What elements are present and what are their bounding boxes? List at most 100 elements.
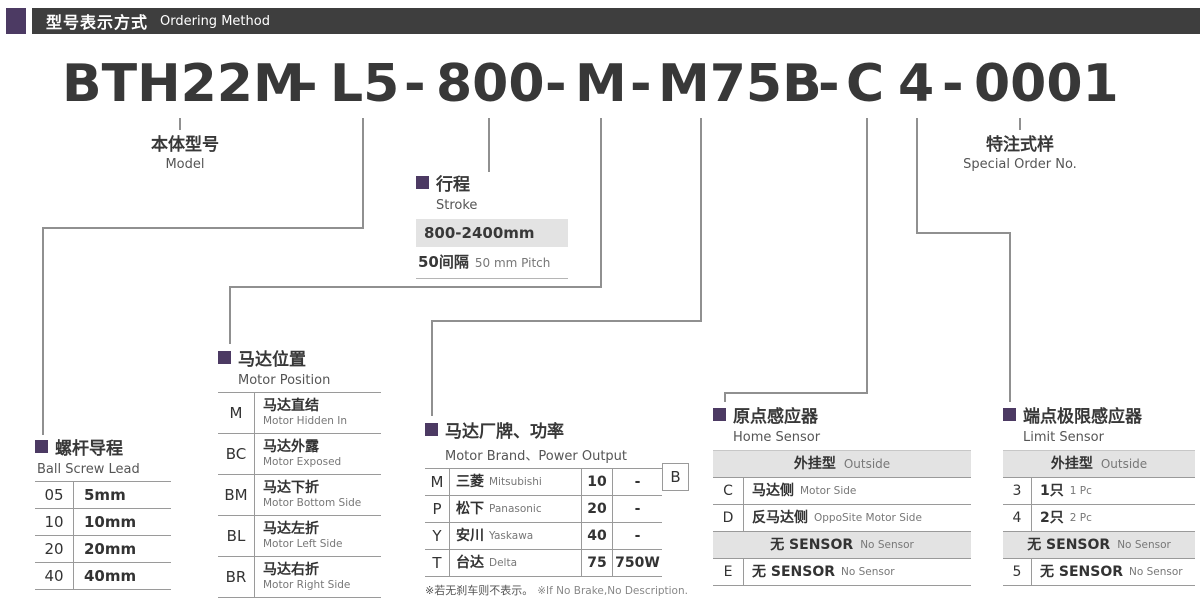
brand-zh: 安川 — [456, 527, 484, 544]
connector-line — [866, 118, 868, 394]
lead-value: 40mm — [84, 567, 137, 585]
position-en: Motor Left Side — [263, 538, 343, 550]
connector-line — [488, 118, 490, 172]
position-code: BR — [218, 557, 255, 597]
table-row: 10 10mm — [35, 509, 171, 536]
group-en: Outside — [1100, 456, 1148, 471]
section-marker-icon — [218, 351, 231, 364]
no-sensor-en: No Sensor — [860, 538, 914, 551]
header-bar: 型号表示方式 Ordering Method — [32, 8, 1200, 34]
lead-value: 5mm — [84, 486, 126, 504]
brand-code: M — [425, 469, 450, 495]
table-header-row: 外挂型 Outside — [713, 451, 971, 478]
sensor-en: Motor Side — [800, 484, 857, 497]
sensor-zh: 无 SENSOR — [752, 563, 836, 580]
brand-zh: 松下 — [456, 500, 484, 517]
model-code-dash: - — [818, 54, 840, 114]
limit-sensor-title-zh: 端点极限感应器 — [1023, 407, 1142, 427]
lead-code: 20 — [35, 536, 74, 562]
limit-sensor-title-en: Limit Sensor — [1023, 430, 1104, 445]
power-value: - — [634, 501, 641, 517]
position-en: Motor Exposed — [263, 456, 342, 468]
lead-code: 05 — [35, 482, 74, 508]
stroke-pitch-en: 50 mm Pitch — [474, 256, 551, 270]
model-code-segment-stroke: 800 — [436, 54, 545, 114]
sensor-zh: 马达侧 — [752, 482, 794, 499]
connector-line — [1009, 232, 1011, 402]
sensor-code: 5 — [1003, 559, 1032, 585]
position-zh: 马达直结 — [263, 398, 319, 414]
stroke-title-en: Stroke — [436, 198, 478, 213]
section-marker-icon — [35, 440, 48, 453]
ball-screw-lead-table: 05 5mm 10 10mm 20 20mm 40 40mm — [35, 481, 171, 590]
lead-code: 10 — [35, 509, 74, 535]
model-code-segment-limit-sensor: 4 — [898, 54, 935, 114]
position-zh: 马达外露 — [263, 439, 319, 455]
position-zh: 马达下折 — [263, 480, 319, 496]
lead-value: 10mm — [84, 513, 137, 531]
model-code-dash: - — [545, 54, 567, 114]
stroke-title-zh: 行程 — [436, 175, 470, 195]
position-zh: 马达右折 — [263, 562, 319, 578]
stroke-section: 行程 Stroke 800-2400mm 50间隔 50 mm Pitch — [416, 170, 568, 279]
connector-line — [916, 118, 918, 234]
brand-zh: 台达 — [456, 554, 484, 571]
brake-note-zh: ※若无刹车则不表示。 — [425, 584, 534, 597]
position-en: Motor Hidden In — [263, 415, 348, 427]
table-row: 05 5mm — [35, 482, 171, 509]
position-en: Motor Bottom Side — [263, 497, 362, 509]
brand-code: P — [425, 496, 450, 522]
brand-zh: 三菱 — [456, 473, 484, 490]
stroke-range-box: 800-2400mm — [416, 219, 568, 247]
group-zh: 外挂型 — [1050, 455, 1093, 472]
connector-line — [179, 118, 181, 130]
brake-note: ※若无刹车则不表示。 ※If No Brake,No Description. — [425, 582, 688, 598]
position-en: Motor Right Side — [263, 579, 351, 591]
sensor-en: OppoSite Motor Side — [814, 511, 922, 524]
sensor-code: 3 — [1003, 478, 1032, 504]
position-code: M — [218, 393, 255, 433]
stroke-pitch-zh: 50间隔 — [418, 253, 469, 271]
model-code-dash: - — [296, 54, 318, 114]
connector-line — [229, 286, 602, 288]
sensor-code: 4 — [1003, 505, 1032, 531]
connector-line — [362, 118, 364, 229]
connector-line — [916, 232, 1011, 234]
header-accent-icon — [6, 8, 26, 34]
no-sensor-band: 无 SENSOR No Sensor — [1003, 532, 1195, 559]
special-order-label: 特注式样 Special Order No. — [935, 130, 1105, 172]
connector-line — [229, 286, 231, 344]
table-row: E 无 SENSOR No Sensor — [713, 559, 971, 586]
connector-line — [724, 392, 726, 402]
page-title-zh: 型号表示方式 — [46, 13, 149, 32]
page-title-en: Ordering Method — [160, 13, 270, 29]
sensor-en: No Sensor — [841, 565, 895, 578]
power-code: 75 — [582, 550, 613, 576]
lead-value: 20mm — [84, 540, 137, 558]
section-marker-icon — [416, 176, 429, 189]
home-sensor-title-en: Home Sensor — [733, 430, 821, 445]
special-order-label-en: Special Order No. — [963, 157, 1077, 172]
motor-brand-title-en: Motor Brand、Power Output — [445, 449, 628, 464]
model-code-segment-position: M — [575, 54, 627, 114]
sensor-code: E — [713, 559, 744, 585]
power-code: 20 — [582, 496, 613, 522]
model-code-dash: - — [404, 54, 426, 114]
connector-line — [431, 320, 702, 322]
no-sensor-zh: 无 SENSOR — [770, 536, 854, 553]
